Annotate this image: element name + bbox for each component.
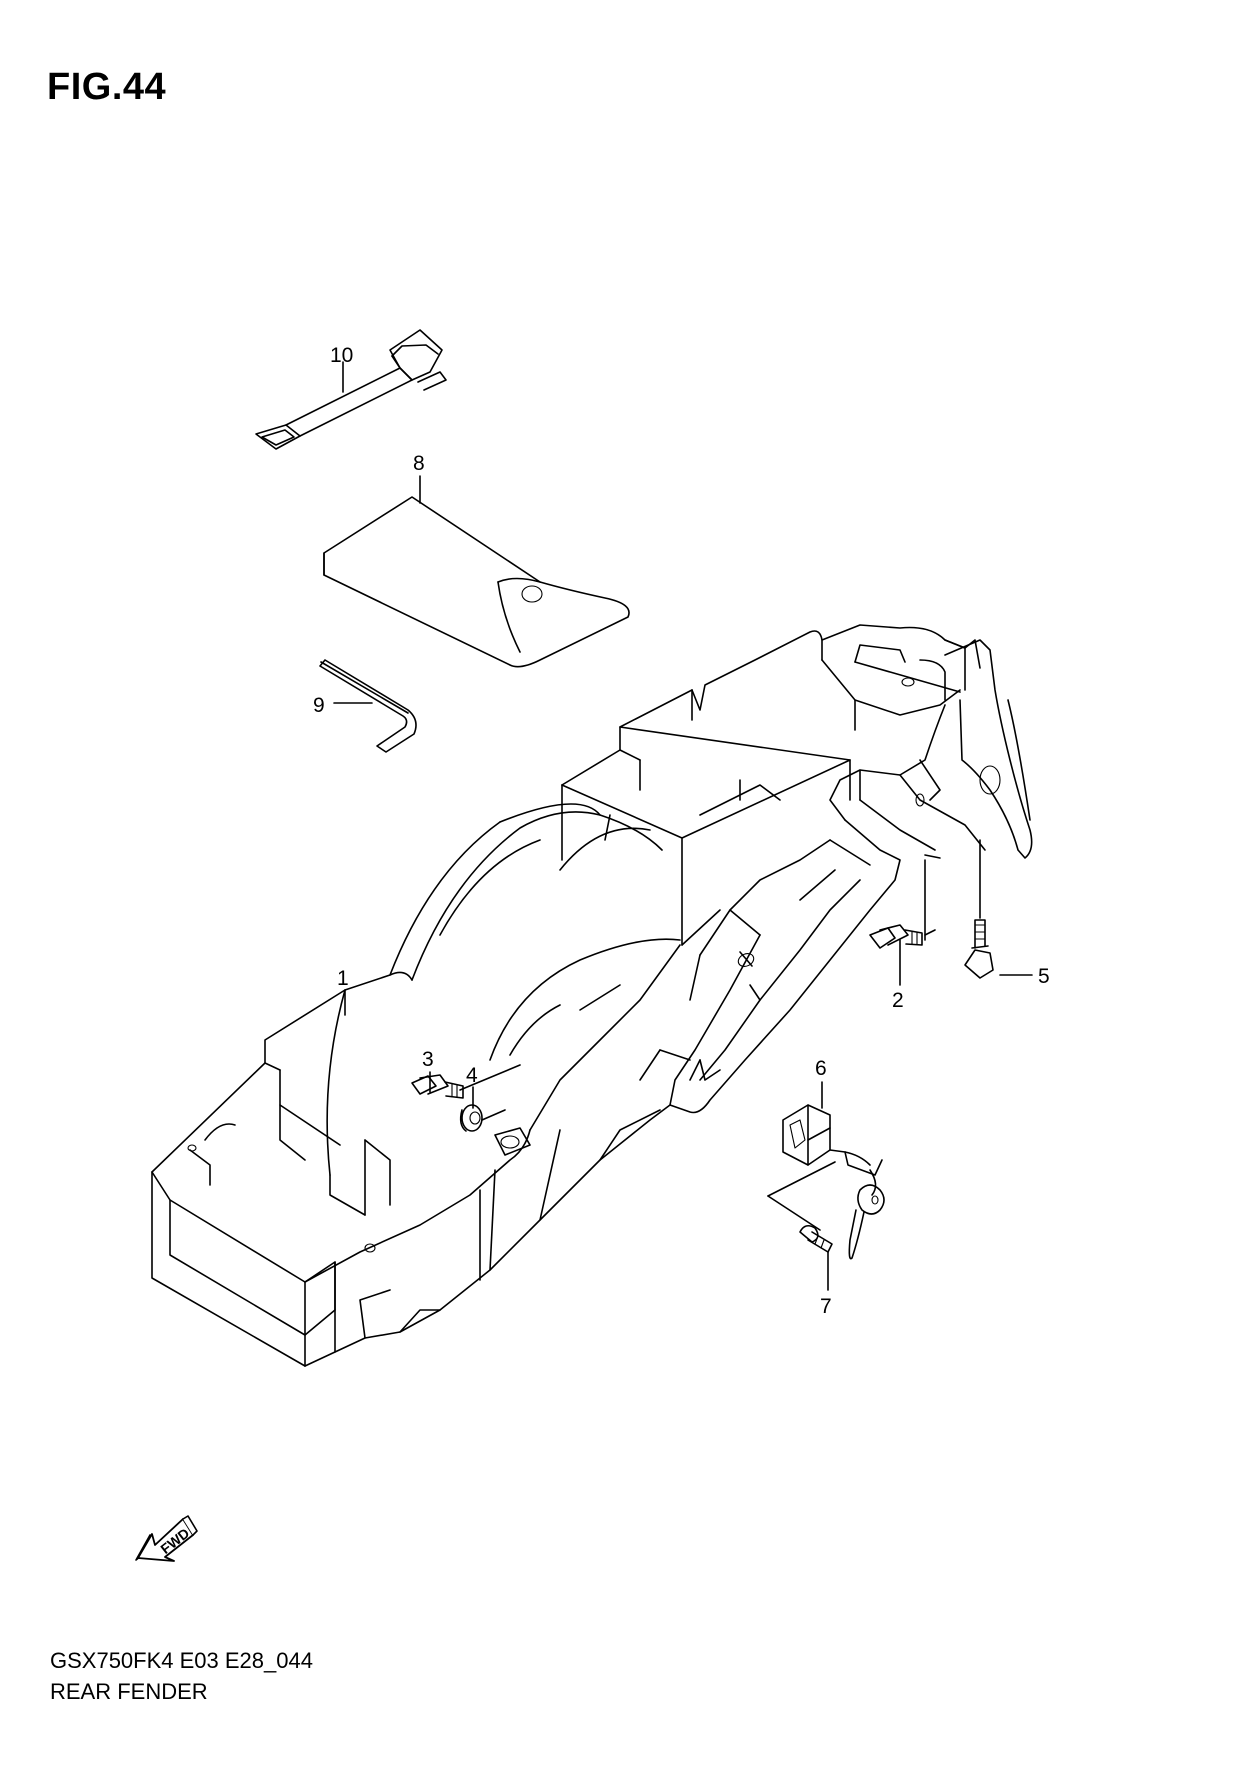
part-5-bolt [964, 919, 994, 979]
part-8-tool-bag [323, 496, 630, 668]
part-1-rear-fender [151, 624, 1033, 1367]
part-7-screw [799, 1224, 833, 1253]
diagram-name: REAR FENDER [50, 1679, 208, 1704]
figure-title: FIG.44 [47, 66, 167, 108]
callout-3: 3 [422, 1048, 434, 1071]
callout-10: 10 [330, 344, 353, 367]
callout-7: 7 [820, 1295, 832, 1318]
callout-8: 8 [413, 452, 425, 475]
part-2-bolt [869, 924, 923, 949]
callout-4: 4 [466, 1064, 478, 1087]
callout-1: 1 [337, 967, 349, 990]
callout-9: 9 [313, 694, 325, 717]
leader-lines [333, 361, 1033, 1291]
assembly-guide-lines [459, 839, 981, 1231]
part-3-bolt [411, 1074, 464, 1099]
callout-2: 2 [892, 989, 904, 1012]
callout-labels: 10 8 9 1 3 4 2 5 6 7 [313, 344, 1050, 1318]
part-4-washer [459, 1104, 483, 1132]
diagram-code: GSX750FK4 E03 E28_044 [50, 1648, 313, 1673]
callout-6: 6 [815, 1057, 827, 1080]
part-10-strap [255, 329, 447, 450]
part-9-hex-wrench [319, 659, 417, 753]
callout-5: 5 [1038, 965, 1050, 988]
part-6-seat-lock [782, 1104, 885, 1260]
forward-direction-arrow: FWD [135, 1515, 198, 1562]
